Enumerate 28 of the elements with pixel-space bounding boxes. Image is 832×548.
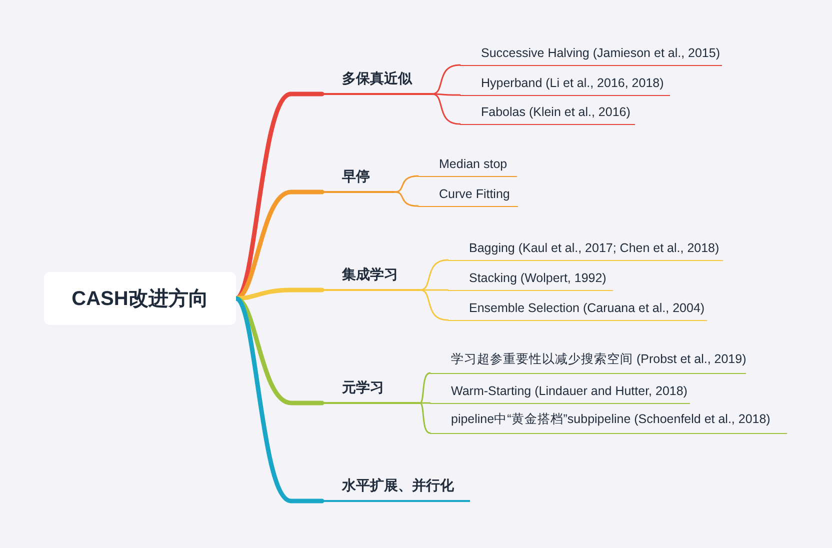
branch-line xyxy=(419,372,431,404)
branch-line xyxy=(431,93,461,125)
branch-topic: 水平扩展、并行化 xyxy=(322,477,470,502)
branch-topic: 集成学习 xyxy=(322,266,420,291)
leaf-topic: Stacking (Wolpert, 1992) xyxy=(448,271,613,291)
branch-topic: 元学习 xyxy=(322,379,420,404)
leaf-topic: Bagging (Kaul et al., 2017; Chen et al., 2018) xyxy=(448,241,723,261)
branch-topic: 早停 xyxy=(322,168,395,193)
leaf-topic: Median stop xyxy=(418,157,517,177)
branch-line xyxy=(419,259,449,291)
leaf-topic: Warm-Starting (Lindauer and Hutter, 2018) xyxy=(430,384,690,404)
leaf-topic: Curve Fitting xyxy=(418,187,518,207)
branch-topic: 多保真近似 xyxy=(322,70,432,95)
leaf-topic: Successive Halving (Jamieson et al., 2015) xyxy=(460,46,722,66)
leaf-topic: Fabolas (Klein et al., 2016) xyxy=(460,105,635,125)
branch-line xyxy=(394,191,419,207)
branch-line xyxy=(419,289,449,321)
branch-line xyxy=(431,64,461,95)
branch-line xyxy=(394,175,419,193)
leaf-topic: Hyperband (Li et al., 2016, 2018) xyxy=(460,76,670,96)
branch-line xyxy=(419,402,431,404)
branch-line xyxy=(234,296,324,504)
leaf-topic: pipeline中“黄金搭档”subpipeline (Schoenfeld et al., 2018) xyxy=(430,411,787,434)
root-topic-box: CASH改进方向 xyxy=(44,272,236,325)
leaf-topic: 学习超参重要性以减少搜索空间 (Probst et al., 2019) xyxy=(430,351,746,374)
branch-line xyxy=(234,288,324,301)
branch-line xyxy=(419,402,431,434)
leaf-topic: Ensemble Selection (Caruana et al., 2004) xyxy=(448,301,707,321)
